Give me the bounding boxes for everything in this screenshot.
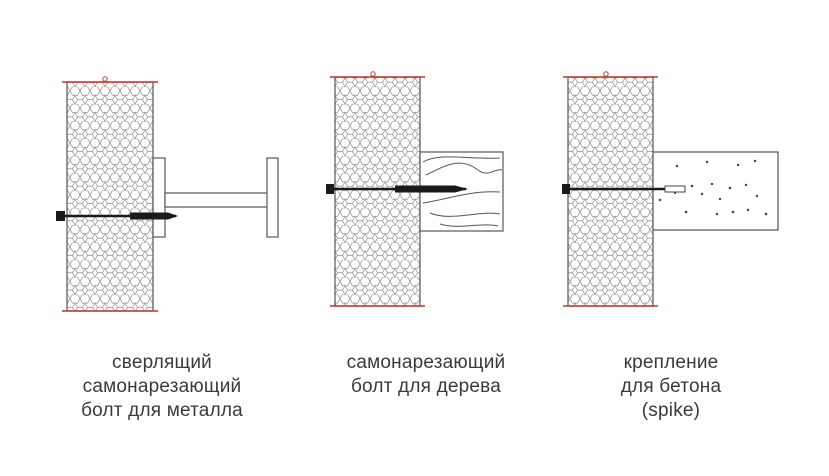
caption-metal-bolt: сверлящий самонарезающий болт для металл…	[32, 351, 292, 423]
caption-metal-line-3: болт для металла	[81, 400, 243, 421]
wood-fastening-detail	[326, 71, 504, 307]
caption-wood-line-1: самонарезающий	[346, 352, 506, 373]
caption-concrete-spike: крепление для бетона (spike)	[541, 351, 801, 423]
caption-concrete-line-1: крепление	[623, 352, 719, 373]
caption-metal-line-1: сверлящий	[112, 352, 212, 373]
caption-concrete-line-3: (spike)	[641, 400, 701, 421]
steel-i-beam-icon	[152, 157, 279, 238]
caption-wood-bolt: самонарезающий болт для дерева	[296, 351, 556, 399]
concrete-fastening-detail	[562, 71, 779, 307]
sandwich-panel-right	[567, 76, 654, 307]
caption-metal-line-2: самонарезающий	[82, 376, 242, 397]
concrete-spike-anchor-icon	[562, 184, 686, 194]
metal-fastening-detail	[56, 76, 279, 312]
caption-concrete-line-2: для бетона	[620, 376, 722, 397]
drilling-self-tapping-bolt-icon	[56, 211, 178, 221]
caption-wood-line-2: болт для дерева	[350, 376, 502, 397]
sandwich-panel-left	[66, 81, 154, 312]
wood-self-tapping-bolt-icon	[326, 184, 468, 194]
